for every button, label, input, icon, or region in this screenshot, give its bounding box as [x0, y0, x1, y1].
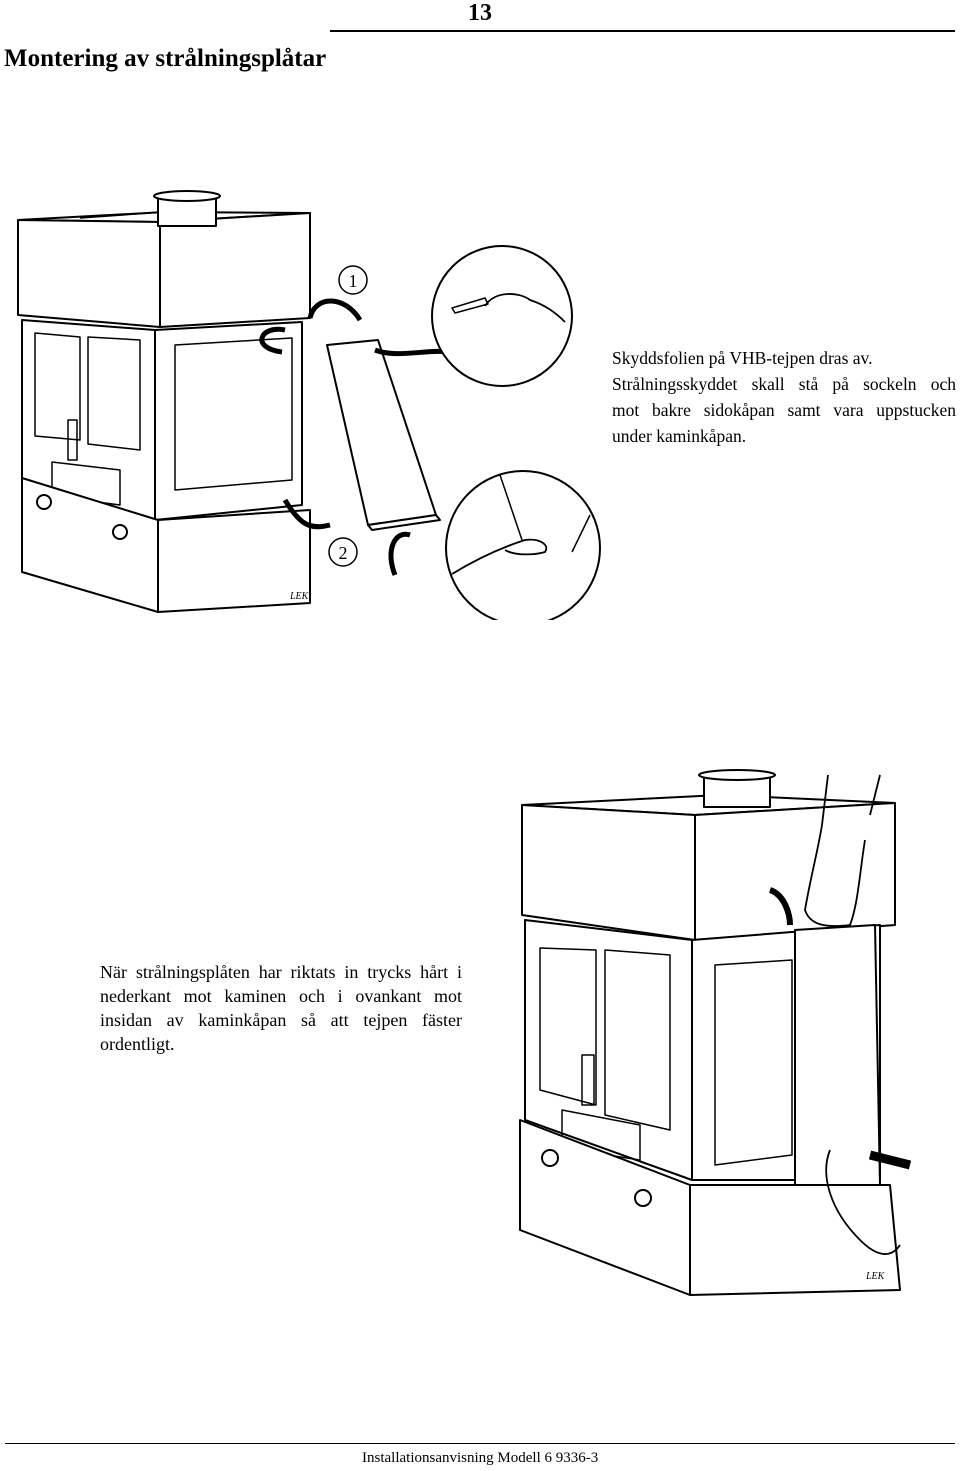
- caption-line: Skyddsfolien på VHB-tejpen dras av.: [612, 348, 873, 368]
- page-title: Montering av strålningsplåtar: [4, 45, 327, 72]
- page-number: 13: [468, 0, 492, 26]
- curved-arrows: [259, 298, 457, 576]
- arrows: [768, 887, 912, 1170]
- caption-step1: Skyddsfolien på VHB-tejpen dras av. Strå…: [612, 345, 956, 449]
- brand-label-1: LEK: [289, 591, 310, 602]
- magnifier-circle-1: [431, 245, 573, 387]
- radiation-plate: [326, 339, 441, 531]
- stove-top-box: [17, 211, 311, 328]
- svg-text:2: 2: [339, 543, 348, 563]
- stove-body: [524, 919, 881, 1191]
- stove-top-box: [521, 794, 896, 941]
- chimney-collar: [698, 769, 776, 808]
- stove-illustration-step1: 1 2 LEK: [17, 190, 601, 620]
- footer-text: Installationsanvisning Modell 6 9336-3: [362, 1450, 599, 1466]
- hands: [804, 774, 901, 1255]
- svg-text:1: 1: [349, 271, 358, 291]
- chimney-collar: [153, 190, 221, 227]
- footer-rule: [5, 1443, 955, 1444]
- stove-base: [519, 1119, 901, 1296]
- caption-line: mot bakre sidokåpan samt vara uppstucken: [612, 400, 956, 420]
- stove-body: [21, 319, 303, 521]
- caption-line: Strålningsskyddet skall stå på sockeln o…: [612, 374, 956, 394]
- step-marker-2: 2: [328, 537, 358, 567]
- magnifier-circle-2: [445, 470, 601, 620]
- stove-base: [21, 477, 311, 613]
- brand-label-2: LEK: [865, 1271, 886, 1282]
- step-marker-1: 1: [338, 265, 368, 295]
- caption-paragraph: När strålningsplåten har riktats in tryc…: [100, 962, 462, 1054]
- stove-illustration-step2: LEK: [519, 769, 912, 1296]
- caption-step2: När strålningsplåten har riktats in tryc…: [100, 960, 462, 1056]
- header-rule: [330, 30, 955, 32]
- caption-line: under kaminkåpan.: [612, 426, 747, 446]
